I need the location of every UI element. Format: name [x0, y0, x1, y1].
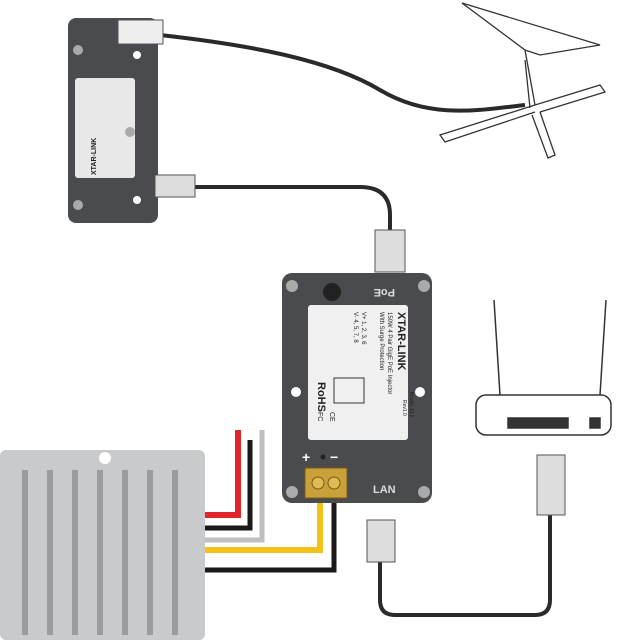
wire-red [205, 430, 241, 518]
dish-cable [159, 33, 526, 113]
rj45-plug-lan [366, 519, 396, 563]
wire-black-1 [205, 440, 253, 531]
wire-yellow [205, 495, 323, 553]
poe-port-label: PoE [374, 286, 395, 298]
wire-gray [205, 430, 265, 543]
pinout-positive: V+ 1, 2, 3, 6 [360, 312, 366, 345]
pinout-negative: V- 4, 5, 7, 8 [352, 312, 358, 343]
wire-black-2 [205, 495, 337, 573]
rj45-port-icon [333, 377, 365, 404]
dc-dc-converter [0, 450, 205, 640]
lan-cable [378, 515, 552, 617]
adapter-brand-label: XTAR-LINK [91, 138, 98, 175]
rohs-mark: RoHS [315, 382, 327, 412]
router-icon [475, 299, 612, 436]
poe-injector: PoE XTAR-LINK 150W 4 Pair GigE PoE Injec… [282, 273, 432, 503]
injector-title: 150W 4 Pair GigE PoE Injector [386, 312, 392, 394]
adapter-to-injector-cable [195, 185, 392, 235]
starlink-adapter: XTAR-LINK [68, 18, 196, 223]
model-label: Model: EL1 [408, 392, 414, 418]
terminal-plus-label: + [302, 449, 310, 465]
rev-label: Rev1.0 [401, 400, 407, 416]
lan-port-label: LAN [373, 484, 396, 496]
injector-subtitle: With Surge Protection [378, 312, 384, 370]
terminal-minus-label: − [330, 449, 338, 465]
starlink-dish-icon [438, 2, 607, 159]
ce-mark: CE [328, 412, 335, 422]
rj45-plug [154, 174, 196, 198]
rj45-plug-router [536, 454, 566, 516]
rj45-plug-poe [374, 229, 406, 273]
injector-brand-label: XTAR-LINK [395, 312, 407, 371]
fcc-mark: FC [316, 412, 323, 421]
terminal-block [304, 467, 348, 499]
